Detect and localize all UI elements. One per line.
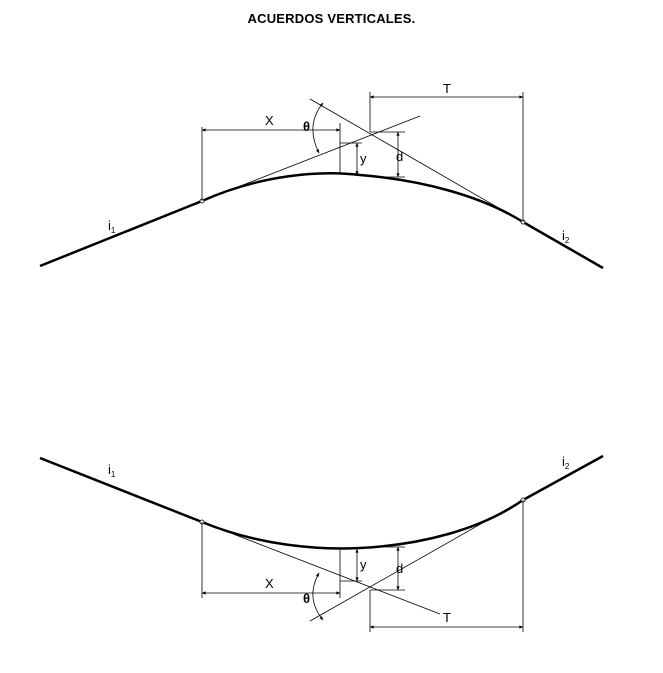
crest-y-label: y (360, 151, 367, 166)
crest-grade-line-left (39, 199, 203, 268)
crest-theta-arc (312, 102, 324, 154)
crest-x-label: X (265, 113, 274, 128)
sag-grade-line-left (39, 456, 203, 524)
crest-d-label: d (396, 149, 403, 164)
crest-t-label: T (443, 81, 451, 96)
crest-slope-1-label: i1 (108, 218, 116, 235)
sag-grade-line-right (522, 454, 604, 502)
sag-vertical-curve (201, 498, 524, 550)
crest-slope-2-label: i2 (562, 228, 570, 245)
sag-x-label: X (265, 576, 274, 591)
sag-curve-diagram: X y d T θ i1 i2 (39, 454, 604, 632)
sag-tangent-right (309, 499, 524, 622)
sag-theta-arc (312, 572, 324, 621)
crest-vertical-curve (201, 172, 524, 224)
crest-tangent-left (201, 115, 421, 202)
page-title: ACUERDOS VERTICALES. (247, 11, 416, 26)
crest-tangent-right (309, 98, 524, 223)
sag-t-label: T (443, 610, 451, 625)
sag-slope-2-label: i2 (562, 454, 570, 471)
sag-tangent-left (201, 521, 441, 615)
crest-curve-diagram: X y d T θ i1 i2 (39, 81, 604, 270)
crest-grade-line-right (522, 220, 604, 270)
sag-theta-label: θ (303, 591, 310, 606)
sag-d-label: d (396, 561, 403, 576)
sag-y-label: y (360, 557, 367, 572)
sag-slope-1-label: i1 (108, 462, 116, 479)
crest-theta-label: θ (303, 119, 310, 134)
